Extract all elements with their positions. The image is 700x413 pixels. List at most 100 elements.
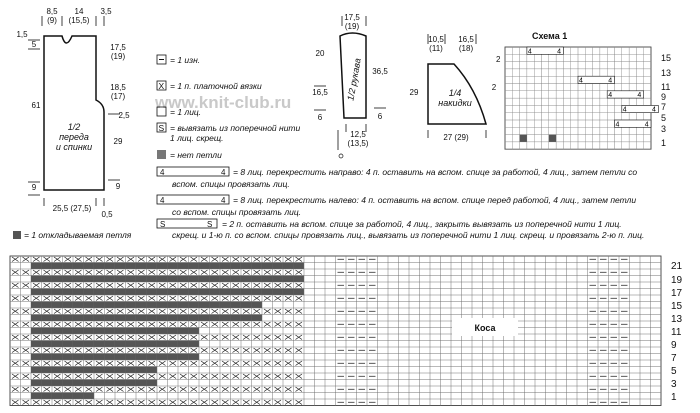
svg-text:4: 4 <box>221 168 226 177</box>
body-right-c: 2,5 <box>118 111 130 120</box>
chart-row-17: 17 <box>671 288 683 299</box>
body-label-1: 1/2 <box>68 122 81 132</box>
x-symbol-icon: X <box>159 81 165 91</box>
legend-cable-left: = 8 лиц. перекрестить налево: 4 п. остав… <box>233 195 636 205</box>
sleeve-top-alt: (19) <box>345 22 360 31</box>
svg-text:4: 4 <box>652 107 656 114</box>
body-right-b-alt: (17) <box>111 92 126 101</box>
body-top-right: 3,5 <box>100 7 112 16</box>
svg-text:S: S <box>207 220 212 229</box>
schema-1-row-13: 13 <box>661 68 671 78</box>
legend-special: = 2 п. оставить на вспом. спице за работ… <box>222 219 622 229</box>
body-top-neck-alt: (9) <box>47 16 57 25</box>
body-right-d: 29 <box>114 137 123 146</box>
body-label-2: переда <box>59 132 89 142</box>
body-schema: 8,5 (9) 14 (15,5) 3,5 1,5 5 61 9 17,5 (1… <box>16 7 130 219</box>
body-bottom-right: 0,5 <box>101 210 113 219</box>
body-top-neck: 8,5 <box>46 7 58 16</box>
cable-label-bg <box>452 318 518 336</box>
body-outline <box>43 35 105 191</box>
legend-cable-right: = 8 лиц. перекрестить направо: 4 п. оста… <box>233 167 637 177</box>
cape-schema: 10,5 (11) 16,5 (18) 1/4 накидки 29 2 27 … <box>410 34 497 142</box>
body-right-a-alt: (19) <box>111 52 126 61</box>
cape-right: 2 <box>492 83 497 92</box>
schema-1-row-5: 5 <box>661 113 666 123</box>
chart-row-11: 11 <box>671 327 682 338</box>
sleeve-top: 17,5 <box>344 13 360 22</box>
svg-text:4: 4 <box>160 168 165 177</box>
body-left-bottom: 9 <box>32 183 37 192</box>
chart-row-7: 7 <box>671 353 677 364</box>
legend-special-2: скрещ. и 1-ю п. со вспом. спицы провязат… <box>172 230 644 240</box>
svg-text:4: 4 <box>637 92 641 99</box>
main-chart: Коса 21 19 17 15 13 11 9 7 5 3 1 <box>9 255 683 406</box>
sleeve-left-a: 20 <box>316 49 325 58</box>
body-left-top-b: 5 <box>32 40 37 49</box>
cape-outline <box>427 63 487 125</box>
main-chart-grid <box>9 255 662 406</box>
body-left-height: 61 <box>32 101 41 110</box>
chart-row-21: 21 <box>671 261 683 272</box>
watermark: www.knit-club.ru <box>154 93 291 112</box>
svg-text:4: 4 <box>557 48 561 55</box>
cable-label: Коса <box>475 323 497 333</box>
chart-row-13: 13 <box>671 314 683 325</box>
body-left-top-a: 1,5 <box>16 30 28 39</box>
body-right-b: 18,5 <box>110 83 126 92</box>
slip-stitch-text: = 1 откладываемая петля <box>24 230 132 240</box>
legend-item-m1: = вывязать из поперечной нити <box>170 123 301 133</box>
cape-top-a-alt: (11) <box>429 44 443 53</box>
svg-text:4: 4 <box>579 78 583 85</box>
sleeve-right-b: 6 <box>378 112 383 121</box>
cape-left: 29 <box>410 88 419 97</box>
body-bottom-width: 25,5 (27,5) <box>53 204 92 213</box>
sleeve-bottom-alt: (13,5) <box>348 139 369 148</box>
legend-cable-right-2: вспом. спицы провязать лиц. <box>172 179 290 189</box>
arrow-marker-icon <box>338 153 344 159</box>
chart-row-19: 19 <box>671 275 683 286</box>
legend-cable-left-2: со вспом. спицы провязать лиц. <box>172 207 301 217</box>
sleeve-bottom: 12,5 <box>350 130 366 139</box>
body-right-e: 9 <box>116 182 121 191</box>
sleeve-left-c: 6 <box>318 113 323 122</box>
svg-text:4: 4 <box>645 121 649 128</box>
schema-1-row-7: 7 <box>661 102 666 112</box>
schema-1-title: Схема 1 <box>532 31 567 41</box>
cape-label-1: 1/4 <box>449 88 462 98</box>
sleeve-label: 1/2 рукава <box>345 57 362 101</box>
cable-right-symbol: 4 4 <box>156 166 230 177</box>
svg-text:4: 4 <box>608 92 612 99</box>
body-label-3: и спинки <box>56 142 92 152</box>
svg-text:4: 4 <box>160 196 165 205</box>
sleeve-right-a: 36,5 <box>372 67 388 76</box>
schema-1-row-15: 15 <box>661 53 671 63</box>
cape-top-b: 16,5 <box>458 35 474 44</box>
slip-stitch-swatch <box>13 231 21 239</box>
svg-text:S: S <box>160 220 165 229</box>
schema-1-row-3: 3 <box>661 124 666 134</box>
cape-label-2: накидки <box>438 98 471 108</box>
body-top-shoulder-alt: (15,5) <box>69 16 90 25</box>
cape-bottom: 27 (29) <box>443 133 469 142</box>
legend-item-purl: = 1 изн. <box>170 55 200 65</box>
special-stitch-symbol: S S <box>156 218 218 229</box>
chart-row-1: 1 <box>671 392 677 403</box>
no-stitch-swatch <box>157 150 166 159</box>
legend-item-garter: = 1 п. платочной вязки <box>170 81 262 91</box>
sleeve-left-b: 16,5 <box>312 88 328 97</box>
body-right-a: 17,5 <box>110 43 126 52</box>
chart-row-3: 3 <box>671 379 677 390</box>
legend-item-nostitch: = нет петли <box>170 150 222 160</box>
chart-row-9: 9 <box>671 340 677 351</box>
svg-text:4: 4 <box>616 121 620 128</box>
sleeve-schema: 17,5 (19) 1/2 рукава 20 16,5 6 36,5 6 12… <box>312 13 388 159</box>
schema-1-row-9: 9 <box>661 92 666 102</box>
legend: = 1 изн. X = 1 п. платочной вязки = 1 ли… <box>156 54 644 240</box>
svg-text:4: 4 <box>623 107 627 114</box>
sleeve-outline <box>339 32 367 119</box>
cape-top-b-alt: (18) <box>459 44 474 53</box>
s-symbol-icon: S <box>159 123 165 133</box>
legend-item-m1-cont: 1 лиц. скрещ. <box>170 133 224 143</box>
